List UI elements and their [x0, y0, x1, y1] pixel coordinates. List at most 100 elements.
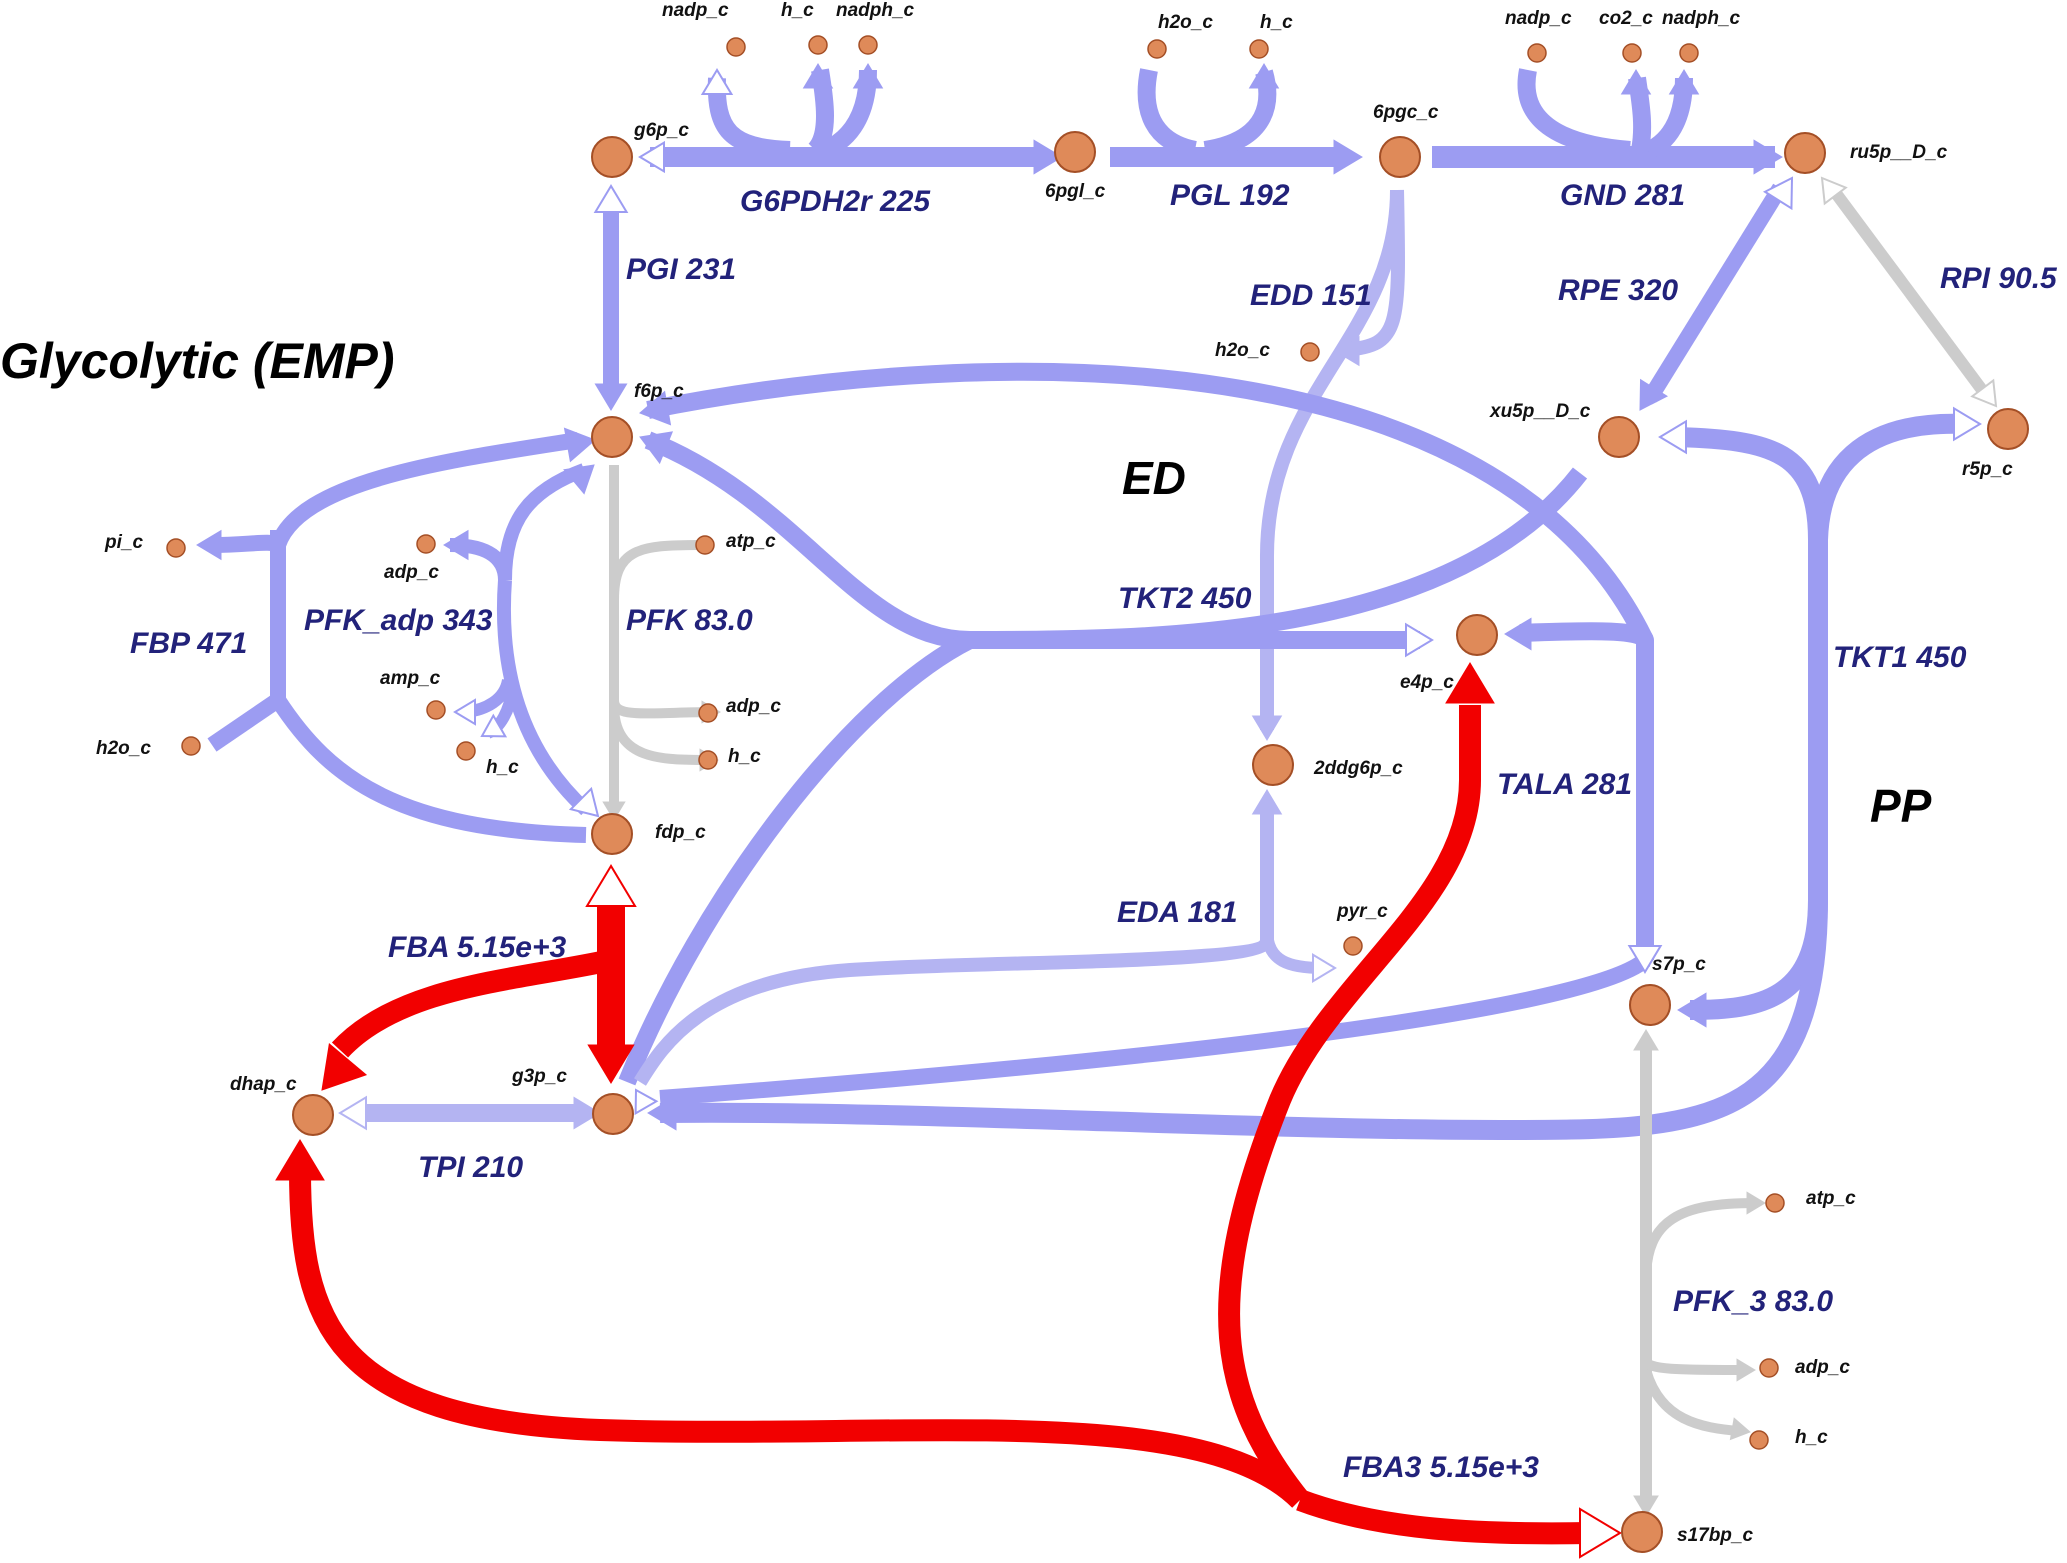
arrowhead-pfk3-to-atp [1746, 1191, 1766, 1215]
arrowhead-pfk3-to-s7p [1633, 1029, 1659, 1051]
node-s7p [1629, 984, 1671, 1026]
met-label-6pgc: 6pgc_c [1373, 102, 1439, 123]
node-atp-2 [1765, 1193, 1785, 1213]
reaction-label-rpe: RPE 320 [1558, 274, 1678, 307]
arrowhead-pfkadp-to-adp [443, 529, 469, 561]
arrowhead-fba-to-dhap [321, 1042, 368, 1091]
met-label-h: h_c [1795, 1427, 1828, 1448]
edge-fba3-dhap [289, 1169, 1308, 1508]
reaction-label-gnd: GND 281 [1560, 179, 1685, 212]
arrowhead-fbp-to-f6p [563, 427, 596, 463]
node-atp-1 [695, 535, 715, 555]
node-dhap [292, 1094, 334, 1136]
met-label-g3p: g3p_c [511, 1066, 567, 1087]
edge-pfk-atp [609, 540, 701, 601]
edge-fba3-e4p [1218, 705, 1481, 1507]
node-s17bp [1621, 1511, 1663, 1553]
reaction-label-rpi: RPI 90.5 [1940, 262, 2058, 295]
node-h-3 [456, 741, 476, 761]
arrowhead-to-h-2 [1248, 63, 1280, 89]
node-pyr [1343, 936, 1363, 956]
arrowhead-eda-to-pyr [1312, 953, 1337, 983]
arrowhead-pgi-to-g6p [593, 184, 629, 213]
node-g3p [592, 1093, 634, 1135]
arrowhead-pfkadp-to-h [480, 713, 508, 738]
reaction-label-pgi: PGI 231 [626, 253, 736, 286]
reaction-label-pgl: PGL 192 [1170, 179, 1290, 212]
edge-tkt1-g3p [659, 899, 1828, 1140]
node-amp [426, 700, 446, 720]
reaction-label-fba: FBA 5.15e+3 [388, 931, 566, 964]
arrowhead-tpi-to-dhap [338, 1095, 367, 1131]
edge-pfk-h [609, 704, 711, 765]
met-label-h: h_c [728, 746, 761, 767]
arrowhead-fba-to-fdp [585, 864, 637, 907]
arrowhead-to-g3p-left [634, 1088, 659, 1116]
node-g6p [591, 136, 633, 178]
node-h2o-3 [181, 736, 201, 756]
arrowhead-tala-to-e4p [1504, 617, 1532, 651]
arrowhead-tkt2-to-f6p [639, 431, 674, 465]
edge-pfk-adp [609, 699, 711, 719]
edge-f6p-tala-arc [646, 362, 1654, 960]
met-label-fdp: fdp_c [655, 822, 706, 843]
node-h-5 [1749, 1430, 1769, 1450]
met-label-h2o: h2o_c [1158, 12, 1213, 33]
node-h-1 [808, 35, 828, 55]
met-label-nadph: nadph_c [1662, 8, 1741, 29]
met-label-h2o: h2o_c [1215, 340, 1270, 361]
arrowhead-tkt1-to-xu5p [1658, 419, 1687, 455]
arrowhead-fba-to-g3p [587, 1044, 635, 1084]
arrowhead-edd-to-2ddg6p [1251, 715, 1283, 741]
met-label-co2: co2_c [1599, 8, 1653, 29]
edge-gnd-nadp [1517, 68, 1631, 159]
edge-tkt1-r5p [1689, 413, 1966, 1020]
arrowhead-g6pdh2r-to-g6p [638, 140, 665, 174]
reaction-label-edd: EDD 151 [1250, 279, 1372, 312]
met-label-nadph: nadph_c [836, 0, 915, 21]
node-h-2 [1249, 39, 1269, 59]
arrowhead-to-g3p-right [647, 1095, 677, 1131]
met-label-6pgl: 6pgl_c [1045, 181, 1106, 202]
arrowhead-gnd-to-ru5p [1753, 139, 1783, 175]
arrowhead-rpi-to-r5p [1970, 378, 1998, 408]
flux-edges [207, 68, 1993, 1545]
met-label-pyr: pyr_c [1336, 901, 1388, 922]
met-label-f6p: f6p_c [634, 381, 684, 402]
met-label-adp: adp_c [384, 562, 439, 583]
node-e4p [1456, 614, 1498, 656]
arrowhead-tkt1-to-r5p [1953, 406, 1982, 442]
met-label-xu5p: xu5p__D_c [1489, 401, 1591, 422]
arrowhead-fba3-to-dhap [275, 1139, 325, 1181]
node-adp-2 [698, 703, 718, 723]
edge-pfk3-atp [1641, 1198, 1756, 1281]
arrowhead-g6pdh2r-to-6pgl [1033, 139, 1063, 175]
met-label-nadp: nadp_c [1505, 8, 1572, 29]
arrowhead-rpi-to-ru5p [1820, 176, 1848, 206]
edge-tala-e4p [1519, 622, 1654, 646]
reaction-label-tala: TALA 281 [1497, 768, 1632, 801]
arrowhead-tkt2-to-e4p [1405, 622, 1434, 658]
reaction-label-tkt1: TKT1 450 [1833, 641, 1967, 674]
reaction-label-fbp: FBP 471 [130, 627, 247, 660]
met-label-amp: amp_c [380, 668, 441, 689]
arrowhead-fba3-to-s17bp [1579, 1507, 1622, 1559]
node-h-4 [698, 750, 718, 770]
node-2ddg6p [1252, 744, 1294, 786]
arrowhead-fba3-to-e4p [1445, 662, 1495, 704]
edge-pfk3-adp [1641, 1358, 1746, 1375]
met-label-ru5p: ru5p__D_c [1850, 142, 1948, 163]
node-f6p [591, 416, 633, 458]
edge-pgl-h2o [1137, 68, 1198, 159]
edge-rpe [1643, 183, 1787, 403]
node-co2 [1622, 43, 1642, 63]
node-h2o-1 [1147, 39, 1167, 59]
met-label-g6p: g6p_c [633, 120, 689, 141]
edge-fba-dhap [331, 949, 614, 1058]
arrowhead-pfk-to-fdp [602, 801, 626, 821]
arrowhead-to-h-1 [802, 63, 834, 89]
pathway-title: Glycolytic (EMP) [0, 333, 395, 389]
arrowhead-fbp-to-pi [196, 529, 222, 561]
